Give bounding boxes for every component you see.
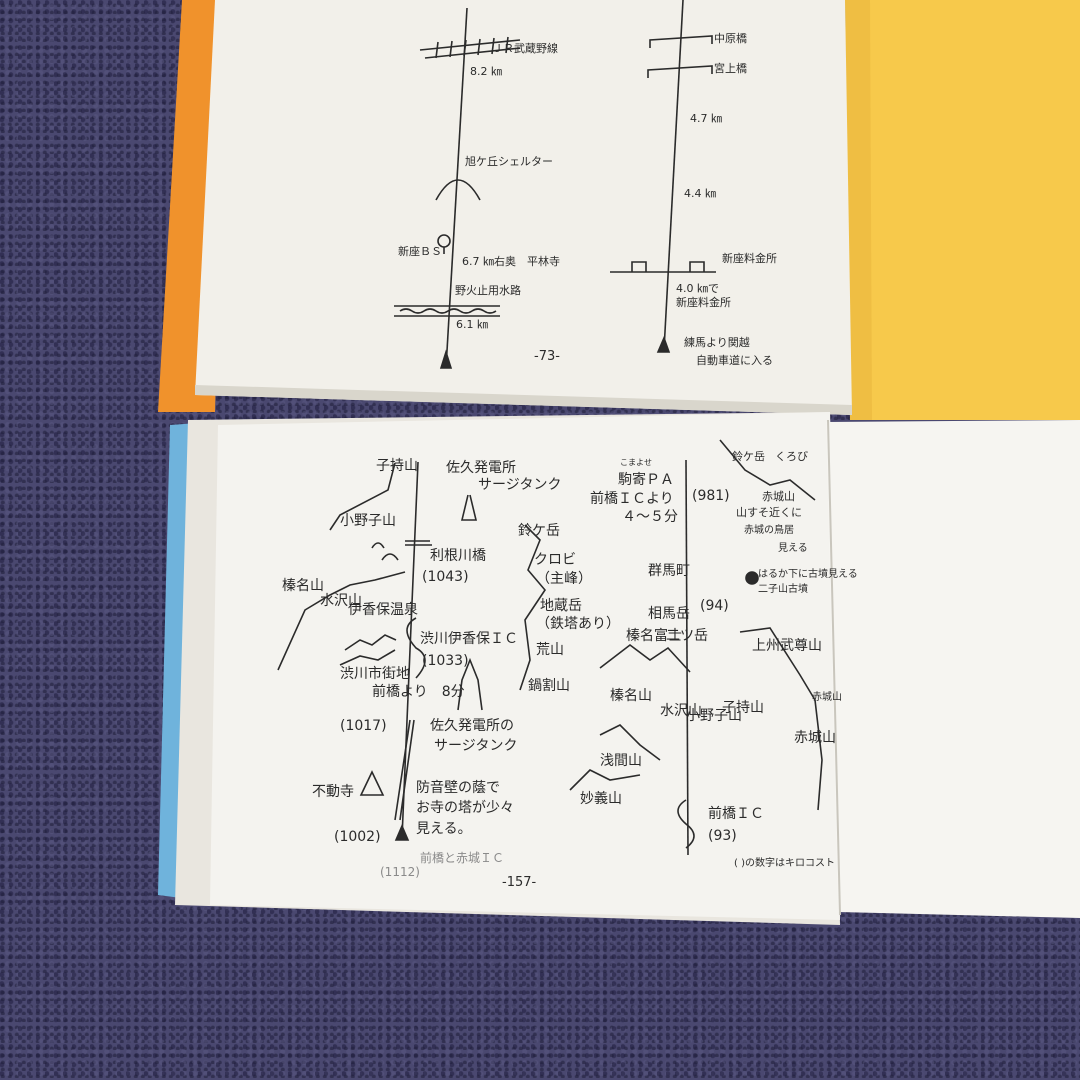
kilopost-label: (1043) bbox=[422, 569, 469, 585]
town-label: 群馬町 bbox=[648, 563, 690, 579]
furigana: こまよせ bbox=[620, 458, 652, 467]
bridge-label: 中原橋 bbox=[714, 31, 747, 45]
kilopost-label: (93) bbox=[708, 828, 737, 844]
kilopost-label: (1033) bbox=[422, 653, 469, 669]
kilopost-label: (94) bbox=[700, 598, 729, 614]
note-text: 見える bbox=[778, 542, 808, 554]
mountain-label: 相馬岳 bbox=[648, 606, 690, 622]
toll-note: 4.0 ㎞で bbox=[676, 282, 719, 295]
bottom-left-sketch bbox=[277, 461, 661, 841]
canal-label: 野火止用水路 bbox=[455, 284, 521, 297]
mountain-label: 赤城山 bbox=[794, 730, 836, 746]
bus-stop-label: 新座ＢＳ bbox=[398, 244, 442, 258]
note-text: 防音壁の蔭で bbox=[416, 779, 500, 796]
temple-label: 不動寺 bbox=[312, 784, 354, 800]
bleed-through-text: 前橋と赤城ＩＣ bbox=[420, 850, 504, 865]
top-book-page bbox=[195, 0, 852, 415]
bottom-right-sketch bbox=[599, 439, 823, 856]
shelter-label: 旭ケ丘シェルター bbox=[465, 154, 553, 168]
mountain-label: 赤城山 bbox=[812, 691, 842, 703]
time-label: 前橋より 8分 bbox=[372, 683, 465, 700]
kilopost-label: (1002) bbox=[334, 829, 381, 845]
distance-label: 6.1 ㎞ bbox=[456, 318, 488, 331]
mountain-label: くろび bbox=[775, 450, 808, 463]
mountain-label: 二ツ岳 bbox=[666, 628, 708, 644]
mountain-label: 上州武尊山 bbox=[752, 637, 822, 654]
kilopost-label: (1017) bbox=[340, 718, 387, 734]
mountain-note: （鉄塔あり） bbox=[536, 616, 620, 632]
pa-label: 駒寄ＰＡ bbox=[618, 471, 674, 488]
bridge-label: 宮上橋 bbox=[714, 61, 747, 75]
mountain-label: 地蔵岳 bbox=[540, 598, 582, 614]
distance-label: 4.4 ㎞ bbox=[684, 187, 716, 200]
mountain-label: 赤城山 bbox=[762, 490, 795, 503]
bottom-book-page bbox=[210, 412, 840, 920]
mountain-label: 鍋割山 bbox=[528, 677, 570, 694]
start-note: 自動車道に入る bbox=[696, 353, 773, 367]
mountain-label: 榛名富士 bbox=[626, 627, 682, 644]
note-text: お寺の塔が少々 bbox=[416, 800, 514, 816]
kofun-label: 二子山古墳 bbox=[758, 582, 808, 595]
mountain-label: 子持山 bbox=[376, 458, 418, 474]
toll-note: 新座料金所 bbox=[676, 295, 731, 309]
mountain-label: 浅間山 bbox=[600, 753, 642, 769]
note-text: 赤城の鳥居 bbox=[744, 523, 794, 536]
distance-label: 4.7 ㎞ bbox=[690, 112, 722, 125]
top-right-route bbox=[610, 0, 716, 353]
mountain-label: 榛名山 bbox=[282, 577, 324, 594]
note-text: はるか下に古墳見える bbox=[758, 567, 858, 580]
time-label: ４～５分 bbox=[622, 509, 678, 525]
mountain-label: 鈴ケ岳 bbox=[518, 523, 560, 539]
bottom-left-labels: 子持山 小野子山 榛名山 水沢山 伊香保温泉 渋川市街地 佐久発電所 サージタン… bbox=[282, 458, 620, 845]
mountain-label: 榛名山 bbox=[610, 687, 652, 704]
note-text: 山すそ近くに bbox=[736, 506, 802, 519]
mountain-note: （主峰） bbox=[536, 571, 592, 587]
tank-label: サージタンク bbox=[478, 477, 561, 493]
time-label: 前橋ＩＣより bbox=[590, 490, 674, 507]
top-left-labels: ＪＲ武蔵野線 8.2 ㎞ 旭ケ丘シェルター 新座ＢＳ 6.7 ㎞右奥 平林寺 野… bbox=[398, 41, 560, 331]
yellow-book-cover bbox=[845, 0, 1080, 420]
tank-label: 佐久発電所 bbox=[446, 460, 516, 476]
mountain-label: 小野子山 bbox=[686, 708, 742, 724]
mountain-label: 鈴ケ岳 bbox=[732, 449, 765, 463]
mountain-label: 水沢山 bbox=[320, 593, 362, 609]
tank-label: サージタンク bbox=[434, 738, 517, 754]
ic-label: 前橋ＩＣ bbox=[708, 805, 764, 822]
temple-direction-label: 6.7 ㎞右奥 平林寺 bbox=[462, 254, 560, 268]
toll-label: 新座料金所 bbox=[722, 251, 777, 265]
bridge-label: 利根川橋 bbox=[430, 548, 486, 564]
ic-label: 渋川伊香保ＩＣ bbox=[420, 631, 518, 647]
onsen-label: 伊香保温泉 bbox=[348, 601, 418, 618]
tank-label: 佐久発電所の bbox=[430, 718, 514, 734]
mountain-label: クロビ bbox=[534, 552, 576, 568]
top-right-labels: 中原橋 宮上橋 4.7 ㎞ 4.4 ㎞ 新座料金所 4.0 ㎞で 新座料金所 練… bbox=[676, 31, 777, 367]
bottom-book-right-page bbox=[826, 420, 1080, 918]
town-label: 渋川市街地 bbox=[340, 665, 410, 682]
bottom-right-labels: こまよせ 駒寄ＰＡ 前橋ＩＣより ４～５分 群馬町 (981) (94) 榛名富… bbox=[580, 449, 858, 869]
mountain-label: 荒山 bbox=[536, 642, 564, 658]
mountain-label: 子持山 bbox=[722, 700, 764, 716]
start-note: 練馬より関越 bbox=[684, 335, 750, 349]
mountain-label: 小野子山 bbox=[340, 513, 396, 529]
mountain-label: 水沢山 bbox=[660, 703, 702, 719]
kilopost-label: (981) bbox=[692, 488, 730, 504]
bleed-through-number: (1112) bbox=[380, 865, 420, 879]
rail-crossing-label: ＪＲ武蔵野線 bbox=[492, 41, 558, 55]
page-number: -73- bbox=[534, 349, 560, 364]
page-number: -157- bbox=[502, 875, 537, 890]
distance-label: 8.2 ㎞ bbox=[470, 65, 502, 78]
top-left-route bbox=[394, 7, 521, 369]
note-text: 見える。 bbox=[416, 821, 472, 837]
mountain-label: 妙義山 bbox=[580, 790, 622, 807]
legend-note: ( )の数字はキロコスト bbox=[734, 856, 835, 869]
